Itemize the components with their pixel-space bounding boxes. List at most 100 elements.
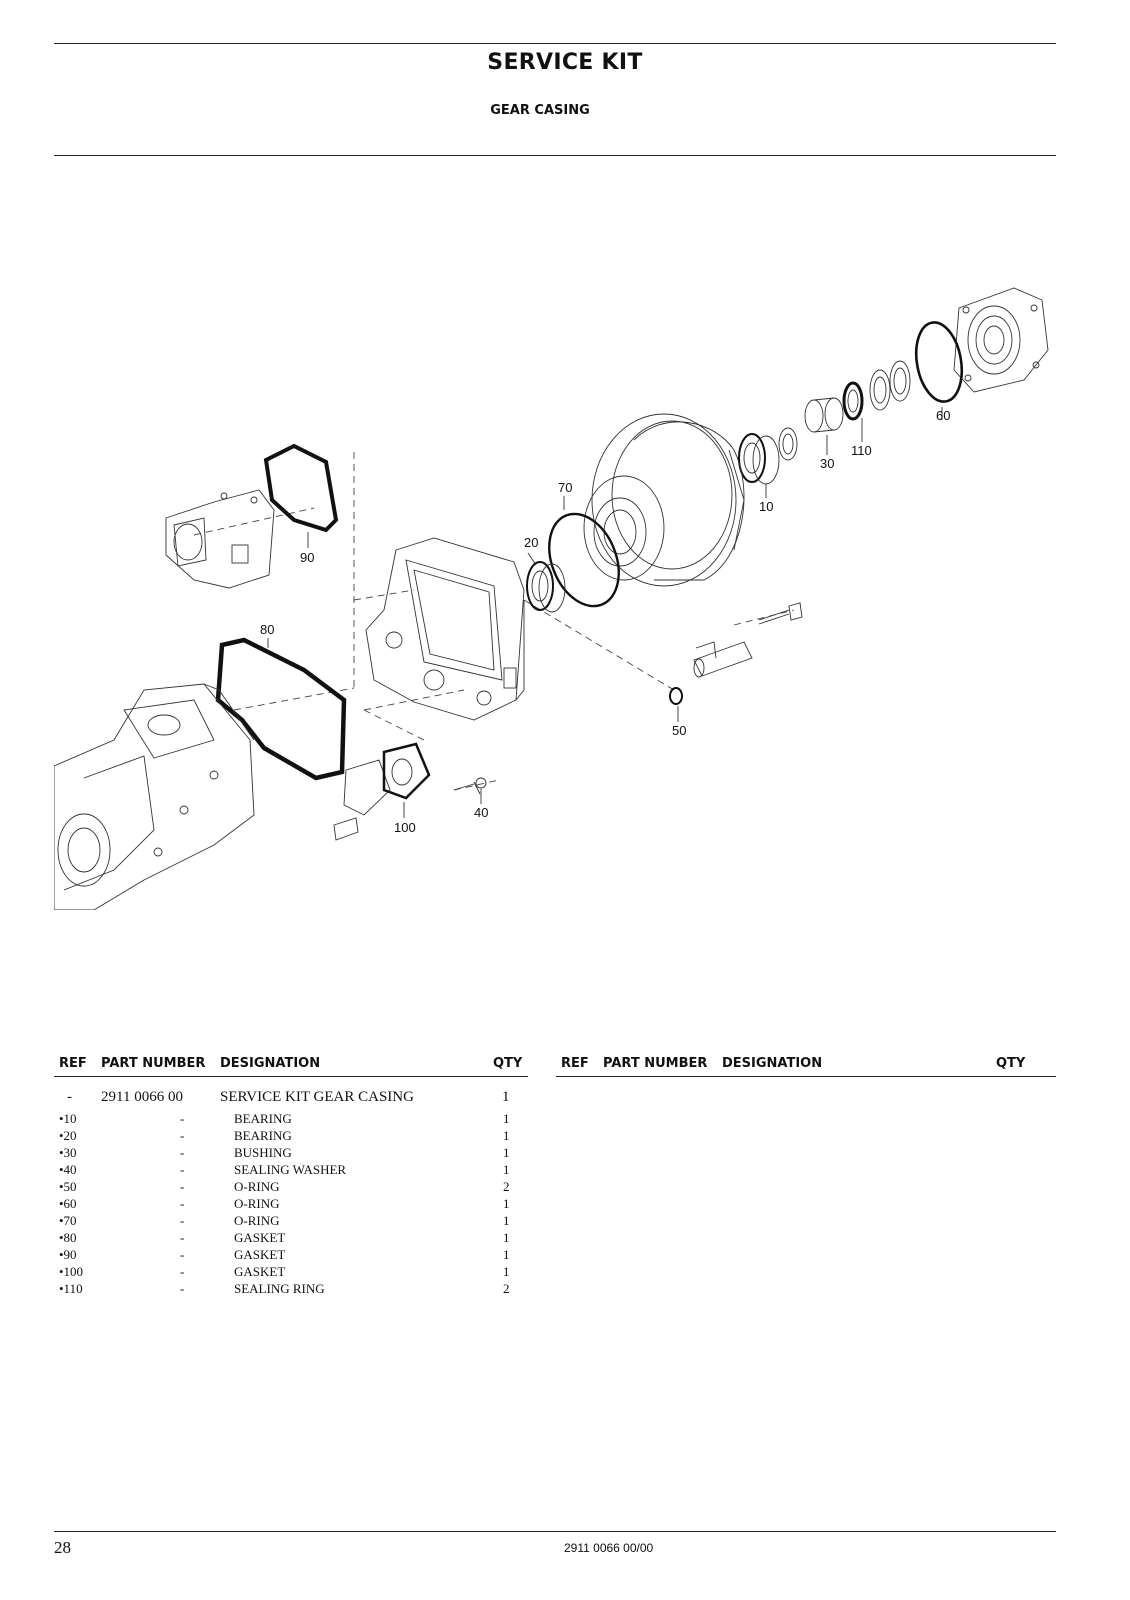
col-qty-header: QTY — [493, 1056, 523, 1071]
col-qty-header-right: QTY — [996, 1056, 1026, 1071]
row-designation: BUSHING — [234, 1145, 292, 1160]
callout-label: 30 — [820, 456, 834, 471]
row-designation: SEALING WASHER — [234, 1162, 347, 1177]
row-part-number: - — [180, 1145, 185, 1160]
row-ref: •40 — [59, 1162, 77, 1177]
table-row: •80 - GASKET 1 — [54, 1230, 528, 1247]
row-designation: O-RING — [234, 1196, 280, 1211]
table-row: •10 - BEARING 1 — [54, 1111, 528, 1128]
washer-shape — [778, 427, 798, 461]
row-ref: •30 — [59, 1145, 77, 1160]
motor-housing-part — [165, 489, 275, 589]
bearing-20-shape — [526, 561, 566, 613]
o-ring-50-shape — [669, 687, 683, 705]
callout-label: 50 — [672, 723, 686, 738]
kit-designation: SERVICE KIT GEAR CASING — [220, 1089, 414, 1105]
gasket-90-shape — [263, 443, 339, 533]
row-designation: BEARING — [234, 1111, 292, 1126]
row-ref: •20 — [59, 1128, 77, 1143]
callout-label: 70 — [558, 480, 572, 495]
row-qty: 1 — [503, 1247, 510, 1262]
gasket-80-shape — [215, 637, 347, 781]
row-part-number: - — [180, 1281, 185, 1296]
row-qty: 1 — [503, 1145, 510, 1160]
col-designation-header-right: DESIGNATION — [722, 1056, 823, 1071]
footer-rule — [54, 1531, 1056, 1532]
page-title: SERVICE KIT — [487, 50, 643, 75]
top-rule — [54, 43, 1056, 44]
end-cover-part — [953, 287, 1049, 393]
col-part-number-header: PART NUMBER — [101, 1056, 206, 1071]
table-row: •70 - O-RING 1 — [54, 1213, 528, 1230]
kit-row: - 2911 0066 00 SERVICE KIT GEAR CASING 1 — [54, 1089, 528, 1111]
row-qty: 1 — [503, 1230, 510, 1245]
row-part-number: - — [180, 1213, 185, 1228]
row-qty: 2 — [503, 1179, 510, 1194]
row-qty: 1 — [503, 1111, 510, 1126]
row-qty: 1 — [503, 1264, 510, 1279]
center-casing-part — [365, 537, 525, 721]
callout-label: 80 — [260, 622, 274, 637]
row-qty: 2 — [503, 1281, 510, 1296]
row-ref: •100 — [59, 1264, 84, 1279]
bushing-30-shape — [804, 397, 844, 433]
row-part-number: - — [180, 1196, 185, 1211]
row-qty: 1 — [503, 1213, 510, 1228]
page-number: 28 — [54, 1538, 71, 1557]
row-qty: 1 — [503, 1162, 510, 1177]
bearing-10-shape — [738, 433, 780, 485]
row-ref: •80 — [59, 1230, 77, 1245]
row-part-number: - — [180, 1111, 185, 1126]
callout-label: 20 — [524, 535, 538, 550]
kit-qty: 1 — [502, 1089, 510, 1105]
row-designation: SEALING RING — [234, 1281, 325, 1296]
row-ref: •90 — [59, 1247, 77, 1262]
sealing-ring-stack — [842, 360, 911, 421]
parts-table-right: REF PART NUMBER DESIGNATION QTY — [556, 1052, 1056, 1077]
row-designation: GASKET — [234, 1264, 286, 1279]
col-ref-header: REF — [59, 1056, 87, 1071]
bolt-part — [758, 602, 803, 625]
callout-label: 90 — [300, 550, 314, 565]
kit-part-number: 2911 0066 00 — [101, 1089, 183, 1105]
row-qty: 1 — [503, 1128, 510, 1143]
document-number: 2911 0066 00/00 — [564, 1541, 654, 1555]
col-designation-header: DESIGNATION — [220, 1056, 321, 1071]
pin-part — [693, 641, 753, 678]
table-row: •40 - SEALING WASHER 1 — [54, 1162, 528, 1179]
gearbox-part — [54, 683, 255, 910]
parts-table-left: REF PART NUMBER DESIGNATION QTY - 2911 0… — [54, 1052, 528, 1298]
callout-label: 60 — [936, 408, 950, 423]
o-ring-70-shape — [548, 512, 620, 608]
row-part-number: - — [180, 1128, 185, 1143]
col-part-number-header-right: PART NUMBER — [603, 1056, 708, 1071]
callout-label: 100 — [394, 820, 416, 835]
row-part-number: - — [180, 1247, 185, 1262]
col-ref-header-right: REF — [561, 1056, 589, 1071]
row-part-number: - — [180, 1179, 185, 1194]
row-ref: •70 — [59, 1213, 77, 1228]
cover-100-part — [333, 742, 487, 841]
row-designation: O-RING — [234, 1179, 280, 1194]
callout-label: 110 — [851, 443, 872, 458]
table-header-right: REF PART NUMBER DESIGNATION QTY — [556, 1052, 1056, 1077]
row-designation: O-RING — [234, 1213, 280, 1228]
kit-ref: - — [67, 1089, 72, 1105]
gear-housing-part — [583, 413, 745, 587]
o-ring-60-shape — [914, 321, 964, 403]
row-designation: GASKET — [234, 1230, 286, 1245]
row-ref: •50 — [59, 1179, 77, 1194]
callout-label: 40 — [474, 805, 488, 820]
row-ref: •10 — [59, 1111, 77, 1126]
table-row: •50 - O-RING 2 — [54, 1179, 528, 1196]
row-part-number: - — [180, 1162, 185, 1177]
row-part-number: - — [180, 1230, 185, 1245]
